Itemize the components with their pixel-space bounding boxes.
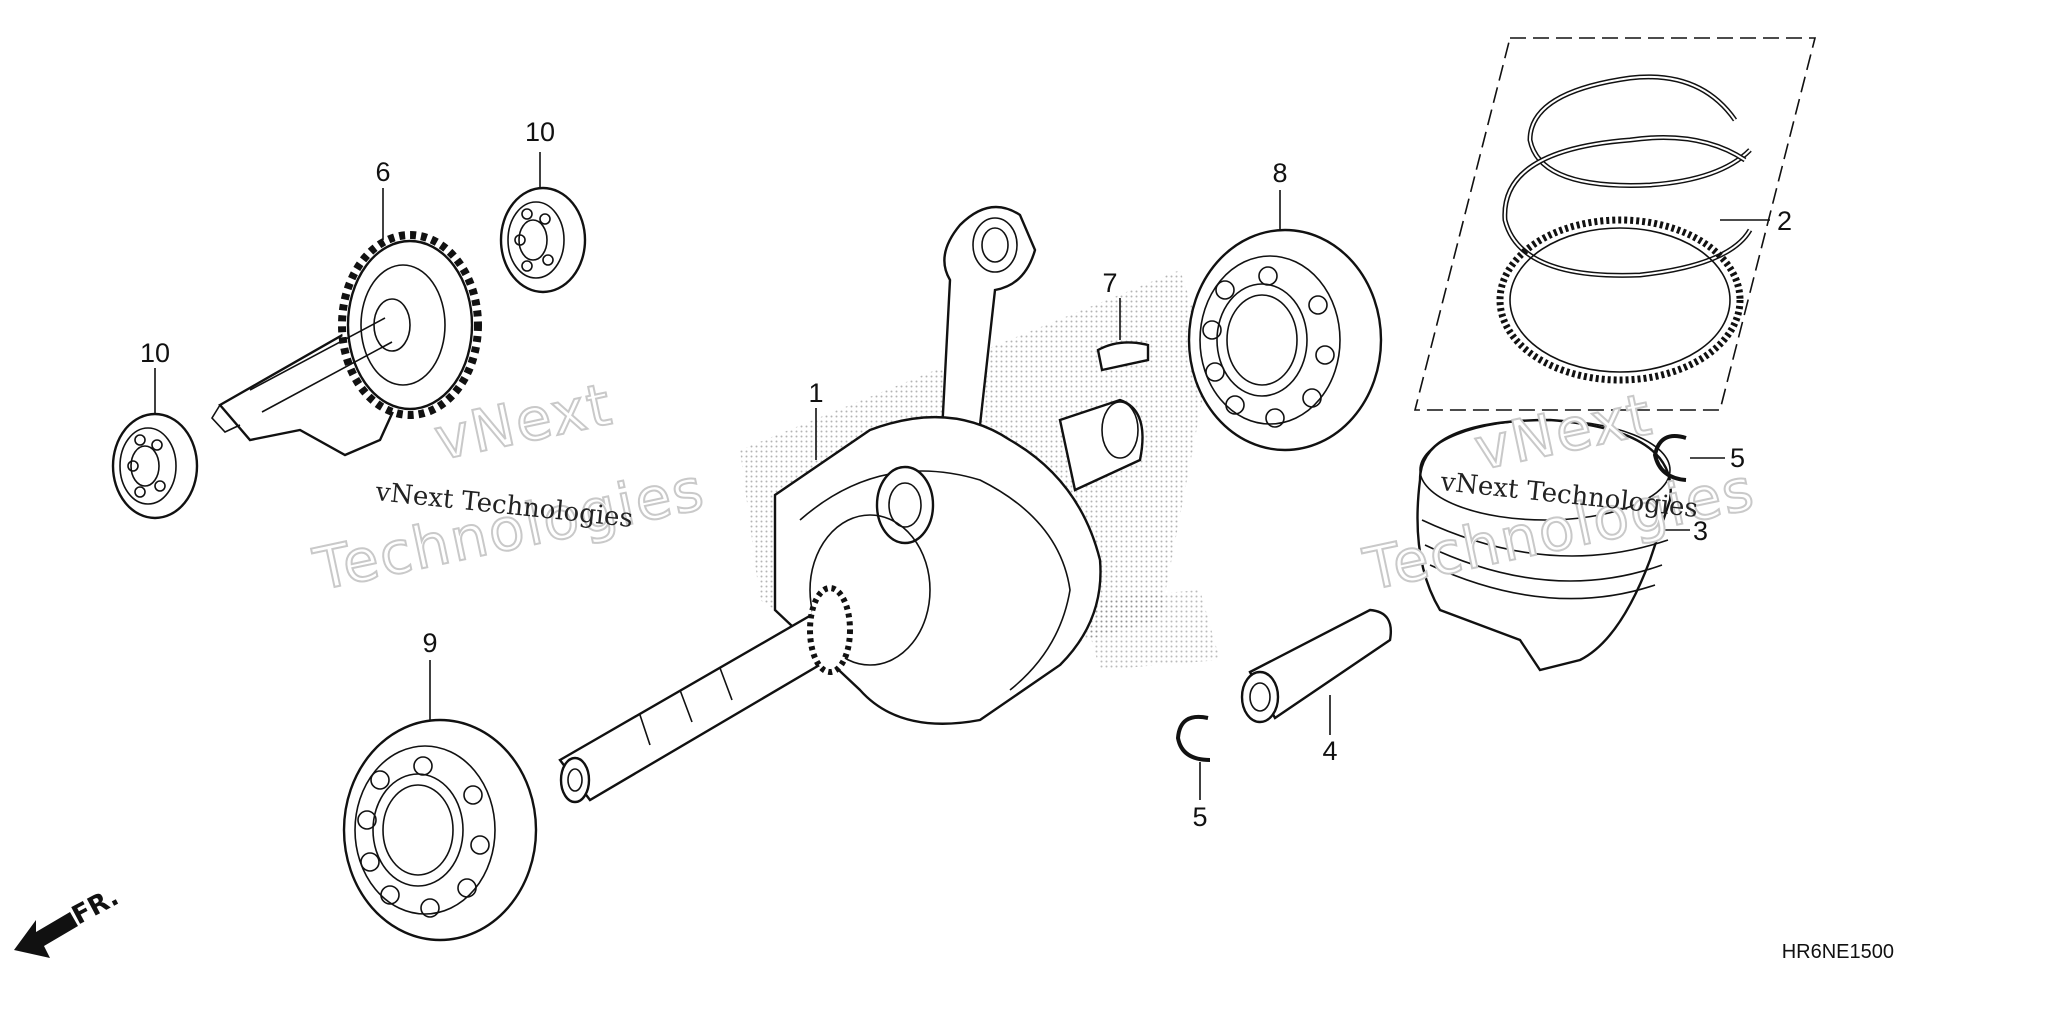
diagram-code: HR6NE1500 bbox=[1782, 941, 1894, 963]
callout-5-left: 5 bbox=[1192, 802, 1207, 832]
piston[interactable] bbox=[1416, 418, 1672, 672]
callout-5-right: 5 bbox=[1730, 443, 1745, 473]
woodruff-key[interactable] bbox=[1096, 341, 1150, 372]
crankshaft-assembly[interactable] bbox=[558, 205, 1144, 804]
callout-1: 1 bbox=[808, 378, 823, 408]
piston-pin-clip-left[interactable] bbox=[1175, 715, 1211, 762]
callout-2: 2 bbox=[1777, 206, 1792, 236]
watermark-outline-line2: Technologies bbox=[308, 455, 711, 604]
front-arrow-icon bbox=[14, 912, 78, 958]
right-roller-bearing[interactable] bbox=[1187, 228, 1383, 452]
left-roller-bearing[interactable] bbox=[342, 718, 538, 942]
piston-pin-clip-right[interactable] bbox=[1652, 434, 1687, 482]
callout-6: 6 bbox=[375, 157, 390, 187]
callout-3: 3 bbox=[1693, 516, 1708, 546]
callout-4: 4 bbox=[1322, 736, 1337, 766]
piston-pin[interactable] bbox=[1240, 608, 1392, 724]
callout-numbers: 1 2 3 4 5 5 6 7 8 9 10 10 bbox=[140, 117, 1792, 832]
callout-7: 7 bbox=[1102, 268, 1117, 298]
piston-ring-set[interactable] bbox=[1413, 37, 1817, 411]
upper-ball-bearing[interactable] bbox=[499, 186, 587, 294]
callout-10-upper: 10 bbox=[525, 117, 555, 147]
balancer-shaft-gear[interactable] bbox=[210, 231, 482, 457]
callout-8: 8 bbox=[1272, 158, 1287, 188]
front-direction-marker: FR. bbox=[14, 882, 124, 958]
leader-lines bbox=[154, 152, 1770, 800]
callout-9: 9 bbox=[422, 628, 437, 658]
callout-10-left: 10 bbox=[140, 338, 170, 368]
left-ball-bearing[interactable] bbox=[111, 412, 199, 520]
